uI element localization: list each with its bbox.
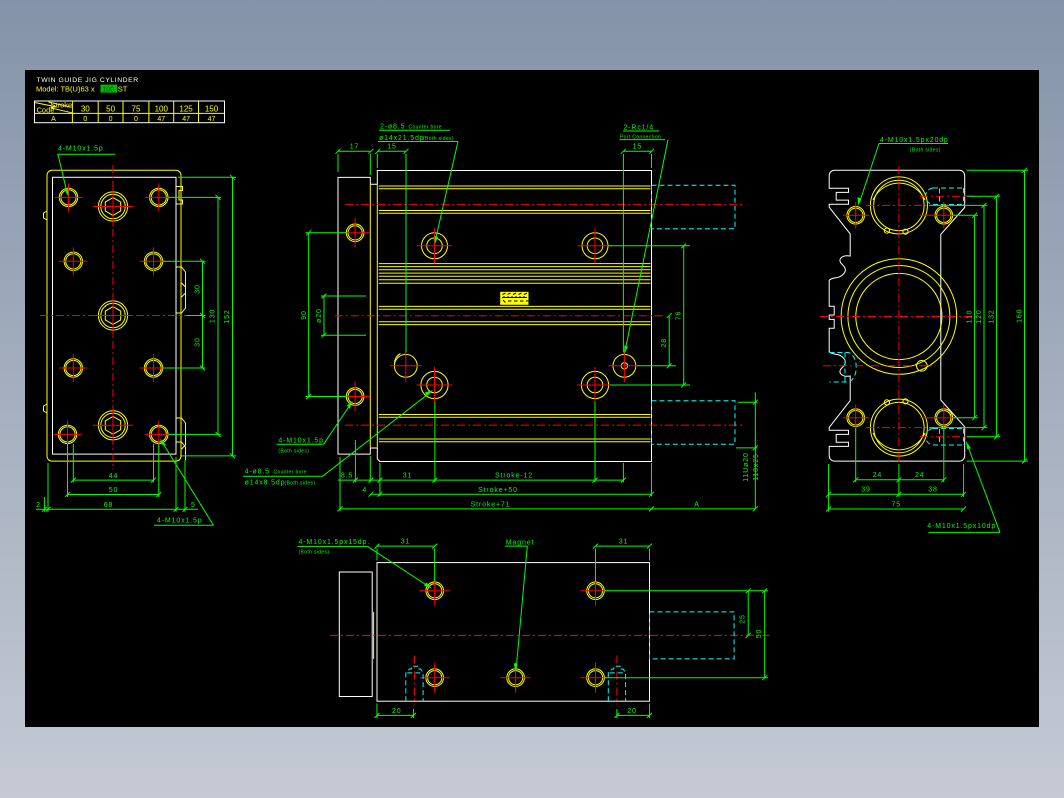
svg-text:110x25: 110x25 — [753, 453, 760, 481]
svg-text:68: 68 — [104, 502, 114, 509]
svg-text:2: 2 — [36, 502, 41, 509]
svg-text:39: 39 — [861, 487, 871, 494]
svg-text:Code: Code — [37, 106, 55, 115]
svg-text:ST: ST — [118, 85, 128, 94]
svg-text:5: 5 — [191, 502, 196, 509]
svg-text:ø14x8.5dp: ø14x8.5dp — [245, 479, 286, 486]
svg-text:44: 44 — [109, 473, 119, 480]
svg-text:Counter bore: Counter bore — [409, 124, 442, 130]
svg-text:100: 100 — [102, 86, 114, 93]
svg-text:Counter bore: Counter bore — [274, 470, 307, 476]
svg-text:ø14x21.5dp: ø14x21.5dp — [379, 135, 424, 142]
svg-text:75: 75 — [892, 501, 902, 508]
svg-text:Stroke-12: Stroke-12 — [495, 473, 533, 480]
svg-text:38: 38 — [928, 487, 938, 494]
svg-text:(Both sides): (Both sides) — [299, 549, 330, 555]
svg-text:100: 100 — [155, 105, 169, 114]
svg-text:4-ø8.5: 4-ø8.5 — [245, 469, 270, 476]
svg-text:4-M10x1.5px20dp: 4-M10x1.5px20dp — [880, 137, 949, 144]
svg-text:Port Connection: Port Connection — [620, 134, 661, 140]
svg-text:A: A — [694, 501, 700, 508]
svg-text:31: 31 — [401, 539, 411, 546]
svg-text:50: 50 — [106, 105, 115, 114]
svg-text:20: 20 — [627, 708, 637, 715]
svg-text:17: 17 — [350, 144, 360, 151]
svg-text:25: 25 — [740, 614, 747, 624]
svg-text:75: 75 — [132, 105, 141, 114]
svg-text:15: 15 — [387, 144, 397, 151]
svg-text:Stroke: Stroke — [51, 101, 73, 110]
svg-text:20: 20 — [392, 708, 402, 715]
svg-text:110: 110 — [967, 310, 974, 324]
svg-text:Magnet: Magnet — [506, 539, 534, 546]
svg-text:(Both sides): (Both sides) — [278, 449, 309, 455]
svg-text:47: 47 — [182, 116, 190, 123]
svg-text:TWIN GUIDE JIG CYLINDER: TWIN GUIDE JIG CYLINDER — [37, 77, 139, 84]
svg-text:47: 47 — [157, 116, 165, 123]
svg-text:0: 0 — [109, 116, 113, 123]
svg-text:130: 130 — [210, 309, 217, 323]
svg-text:4: 4 — [362, 487, 367, 494]
svg-text:4-M10x1.5px15dp.: 4-M10x1.5px15dp. — [299, 539, 371, 546]
svg-text:24: 24 — [873, 472, 883, 479]
svg-text:90: 90 — [301, 310, 308, 320]
svg-text:24: 24 — [915, 472, 925, 479]
svg-text:A: A — [51, 116, 56, 123]
svg-text:0: 0 — [134, 116, 138, 123]
svg-text:76: 76 — [675, 311, 682, 321]
svg-text:0: 0 — [83, 116, 87, 123]
svg-text:Model: TB(U)63 x: Model: TB(U)63 x — [36, 85, 95, 94]
svg-text:Stroke+50: Stroke+50 — [478, 487, 518, 494]
svg-text:4-M10x1.5p: 4-M10x1.5p — [58, 146, 103, 153]
svg-text:15: 15 — [633, 144, 643, 151]
svg-text:30: 30 — [195, 337, 202, 347]
svg-text:8.5: 8.5 — [341, 473, 353, 480]
svg-text:150: 150 — [205, 105, 219, 114]
svg-text:152: 152 — [224, 309, 231, 323]
svg-text:(Both sides): (Both sides) — [910, 147, 941, 153]
svg-text:28: 28 — [661, 338, 668, 348]
svg-text:132: 132 — [989, 309, 996, 323]
svg-text:4-M10x1.5p: 4-M10x1.5p — [278, 437, 323, 444]
svg-text:11Uø20: 11Uø20 — [743, 452, 750, 481]
svg-text:ø20: ø20 — [316, 308, 323, 323]
svg-text:30: 30 — [81, 105, 90, 114]
svg-text:(Both sides): (Both sides) — [423, 136, 454, 142]
svg-text:(Both sides): (Both sides) — [285, 480, 316, 486]
svg-text:30: 30 — [195, 284, 202, 294]
svg-text:31: 31 — [619, 539, 629, 546]
svg-text:2-ø8.5: 2-ø8.5 — [380, 123, 405, 130]
svg-text:31: 31 — [403, 473, 413, 480]
svg-text:4-M10x1.5px10dp: 4-M10x1.5px10dp — [927, 523, 996, 530]
svg-text:2-Rc1/4: 2-Rc1/4 — [624, 124, 654, 131]
svg-text:4-M10x1.5p: 4-M10x1.5p — [157, 517, 202, 524]
svg-text:50: 50 — [756, 629, 763, 639]
svg-text:120: 120 — [976, 309, 983, 323]
svg-text:Stroke+71: Stroke+71 — [471, 501, 511, 508]
svg-text:160: 160 — [1017, 309, 1024, 323]
svg-text:47: 47 — [208, 116, 216, 123]
svg-text:125: 125 — [179, 105, 193, 114]
svg-text:50: 50 — [109, 487, 119, 494]
